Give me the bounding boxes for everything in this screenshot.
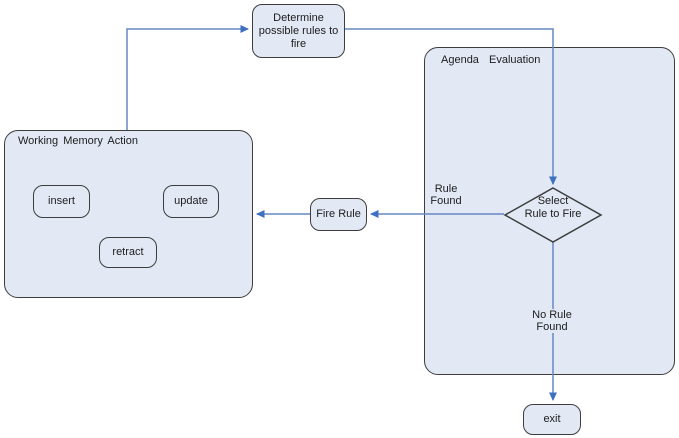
node-determine-possible-rules: Determine possible rules to fire	[252, 4, 345, 58]
node-insert: insert	[33, 185, 90, 218]
no-rule-found-label: No Rule Found	[522, 309, 582, 333]
working-memory-action-label: Working Memory Action	[18, 135, 138, 147]
agenda-evaluation-label: Agenda Evaluation	[441, 54, 541, 66]
edge-wma-to-determine	[126, 25, 249, 130]
rule-found-label: Rule Found	[430, 183, 462, 207]
node-exit: exit	[523, 404, 581, 435]
node-update: update	[163, 185, 219, 218]
select-rule-to-fire-label: Select Rule to Fire	[524, 195, 582, 220]
node-retract: retract	[99, 237, 157, 268]
node-fire-rule: Fire Rule	[310, 198, 367, 231]
